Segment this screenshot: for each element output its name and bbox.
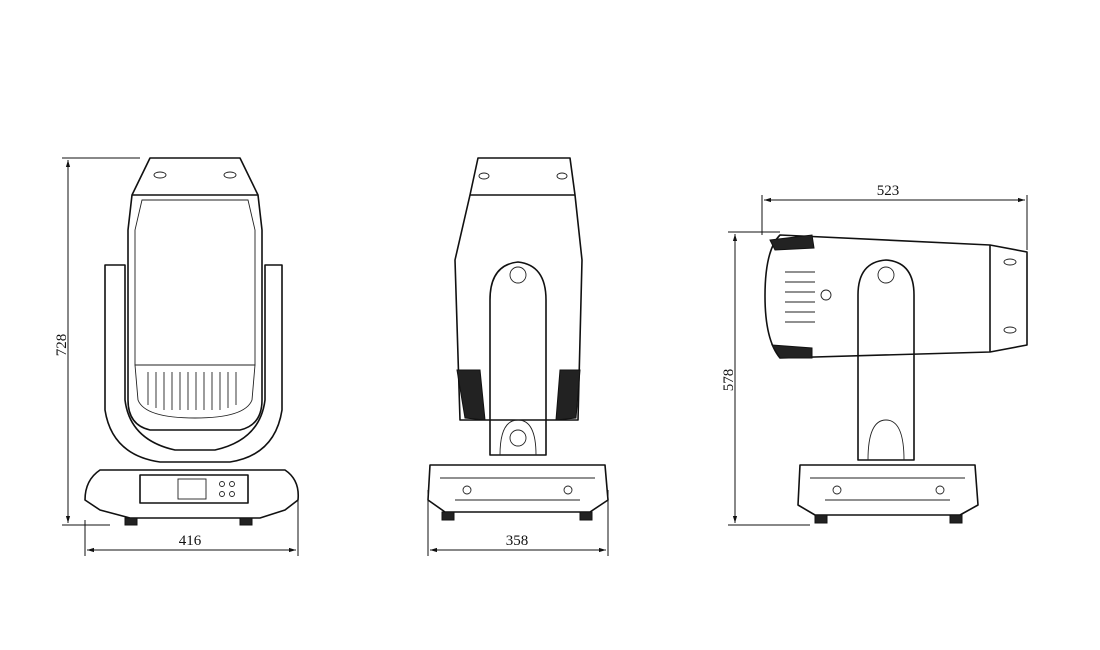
tilted-view: 523 578 xyxy=(721,183,1028,526)
front-width-label: 416 xyxy=(179,533,202,549)
front-view: 728 416 xyxy=(54,157,300,556)
front-height-label: 728 xyxy=(54,334,70,357)
side-view: 358 xyxy=(427,157,609,556)
tilted-height-label: 578 xyxy=(721,369,737,392)
side-width-label: 358 xyxy=(506,533,529,549)
tilted-length-label: 523 xyxy=(877,183,900,199)
